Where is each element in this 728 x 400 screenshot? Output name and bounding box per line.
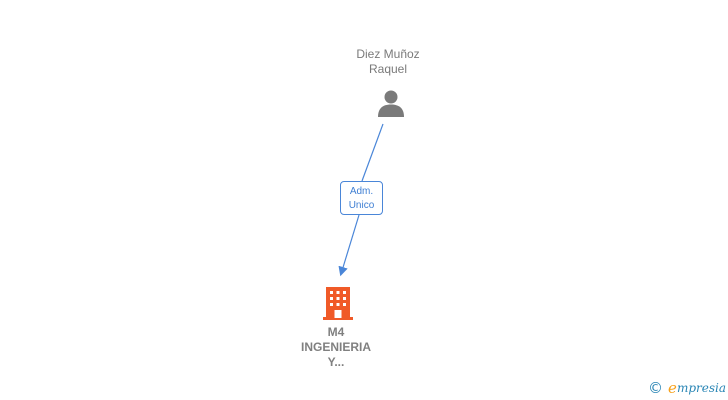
- person-node-label[interactable]: Diez Muñoz Raquel: [338, 47, 438, 77]
- copyright-icon: ©: [648, 379, 664, 397]
- edge-line-lower: [338, 214, 360, 277]
- person-icon[interactable]: [376, 88, 406, 118]
- person-name-line2: Raquel: [368, 62, 408, 76]
- brand-logo: © e mpresia: [648, 379, 726, 397]
- brand-initial: e: [668, 379, 677, 397]
- building-icon[interactable]: [322, 286, 354, 320]
- edge-role-label[interactable]: Adm. Unico: [340, 181, 383, 215]
- company-name-line3: Y...: [327, 355, 345, 369]
- person-name-line1: Diez Muñoz: [356, 47, 420, 61]
- edge-role-line1: Adm.: [349, 186, 374, 197]
- company-name-line1: M4: [327, 325, 345, 339]
- edge-role-line2: Unico: [348, 200, 375, 211]
- brand-name: mpresia: [676, 381, 726, 395]
- edge-line-upper: [361, 123, 384, 182]
- company-node-label[interactable]: M4 INGENIERIA Y...: [286, 325, 386, 370]
- company-name-line2: INGENIERIA: [300, 340, 371, 354]
